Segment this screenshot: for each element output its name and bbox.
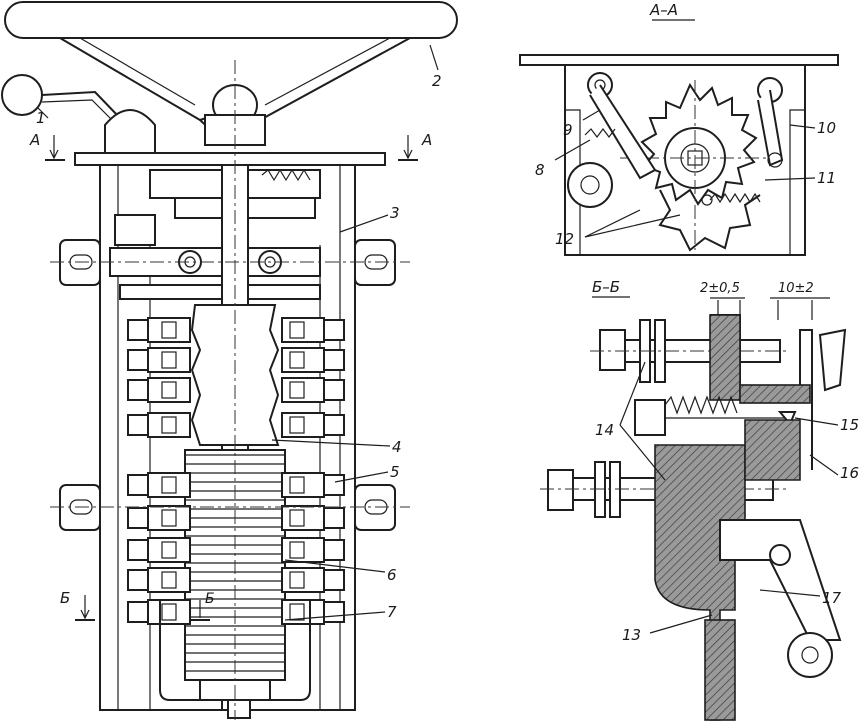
contact-right-1 [281, 317, 345, 343]
part-label-12: 12 [555, 230, 574, 248]
part-label-11: 11 [817, 169, 836, 187]
top-plate [74, 152, 386, 166]
lever-roller [787, 632, 833, 678]
contact-right-5 [281, 472, 345, 498]
part-label-13: 13 [622, 626, 641, 644]
part-label-1: 1 [36, 109, 46, 127]
contact-left-7 [127, 537, 191, 563]
dimension-gap-small: 2±0,5 [700, 281, 745, 320]
contact-right-6 [281, 505, 345, 531]
contact-left-9 [127, 599, 191, 625]
contact-left-6 [127, 505, 191, 531]
aa-roller [567, 162, 613, 208]
moving-contact-tip [818, 328, 847, 392]
contact-right-3 [281, 377, 345, 403]
part-label-10: 10 [817, 119, 836, 137]
part-label-9: 9 [563, 121, 573, 139]
contact-rows-left [127, 317, 191, 625]
pawl-arm [589, 84, 657, 180]
contact-right-8 [281, 567, 345, 593]
part-label-5: 5 [390, 463, 400, 481]
cut-label-a-right: А [421, 131, 432, 149]
part-label-8: 8 [535, 161, 545, 179]
contact-left-5 [127, 472, 191, 498]
return-spring [709, 192, 761, 204]
cut-mark-a-right: А [398, 131, 432, 161]
cam-drum-upper [190, 304, 280, 446]
lever-arm [41, 90, 121, 119]
spring-cup [634, 399, 666, 436]
contact-right-4 [281, 412, 345, 438]
cut-label-a-left: А [29, 131, 40, 149]
contact-left-2 [127, 347, 191, 373]
contact-left-4 [127, 412, 191, 438]
cut-mark-a-left: А [29, 131, 65, 161]
cut-mark-b-mid: Б [190, 591, 215, 621]
contact-right-7 [281, 537, 345, 563]
lever-bulb [104, 109, 156, 161]
pawl-spring [584, 128, 616, 138]
lever-17 [719, 519, 842, 641]
part-label-7: 7 [387, 603, 397, 621]
section-aa-title: А–А [649, 1, 678, 19]
part-label-6: 6 [387, 566, 397, 584]
dimension-gap-small-label: 2±0,5 [700, 281, 740, 296]
handwheel-rim [4, 1, 458, 39]
dimension-gap-large: 10±2 [770, 281, 830, 320]
part-labels-main-view: 1 2 3 4 5 6 7 [36, 44, 442, 621]
section-bb-title: Б–Б [592, 278, 620, 296]
cut-label-b-left: Б [60, 589, 70, 607]
section-aa-view: А–А 9 8 10 11 [519, 1, 839, 256]
contact-left-8 [127, 567, 191, 593]
aa-top-plate [519, 54, 839, 66]
part-label-16: 16 [840, 464, 859, 482]
top-spring [261, 168, 311, 182]
upper-bolt-head [599, 329, 626, 371]
contact-spring [664, 395, 738, 415]
part-label-15: 15 [840, 416, 859, 434]
contact-left-3 [127, 377, 191, 403]
part-label-14: 14 [595, 421, 614, 439]
part-label-2: 2 [432, 72, 442, 90]
part-label-17: 17 [822, 589, 842, 607]
main-view: А А Б Б 1 2 3 4 [1, 1, 458, 720]
insulation-block-upper [709, 314, 741, 401]
contact-right-9 [281, 599, 345, 625]
part-label-4: 4 [392, 438, 402, 456]
cut-label-b-mid: Б [205, 591, 215, 607]
ratchet-wheel-lower [658, 189, 761, 252]
lower-bolt-head [547, 469, 574, 511]
cut-mark-b-left: Б [60, 589, 95, 621]
contact-right-2 [281, 347, 345, 373]
contact-left-1 [127, 317, 191, 343]
section-bb-view: Б–Б 2±0,5 10±2 [540, 278, 859, 721]
part-label-3: 3 [390, 204, 400, 222]
right-pawl [757, 89, 784, 167]
dimension-gap-large-label: 10±2 [778, 281, 814, 296]
